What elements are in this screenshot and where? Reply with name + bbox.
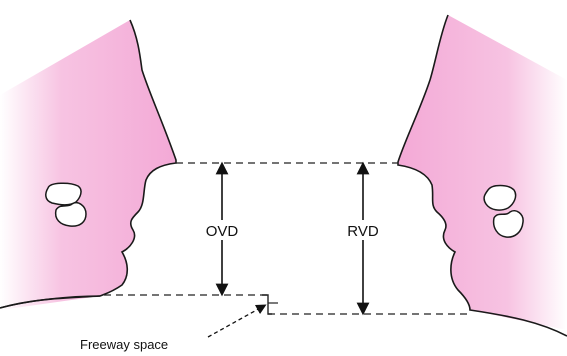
ovd-label: OVD <box>206 223 239 240</box>
right-face-profile <box>398 15 567 330</box>
right-lower-tooth-icon <box>494 211 523 237</box>
left-face-profile <box>0 20 176 310</box>
left-lower-tooth-icon <box>56 203 86 226</box>
rvd-label: RVD <box>347 223 379 240</box>
freeway-pointer-arrow <box>208 307 262 337</box>
right-upper-tooth-icon <box>484 186 516 211</box>
freeway-space-label: Freeway space <box>80 337 168 352</box>
freeway-bracket <box>262 295 272 314</box>
left-upper-tooth-icon <box>46 183 81 205</box>
